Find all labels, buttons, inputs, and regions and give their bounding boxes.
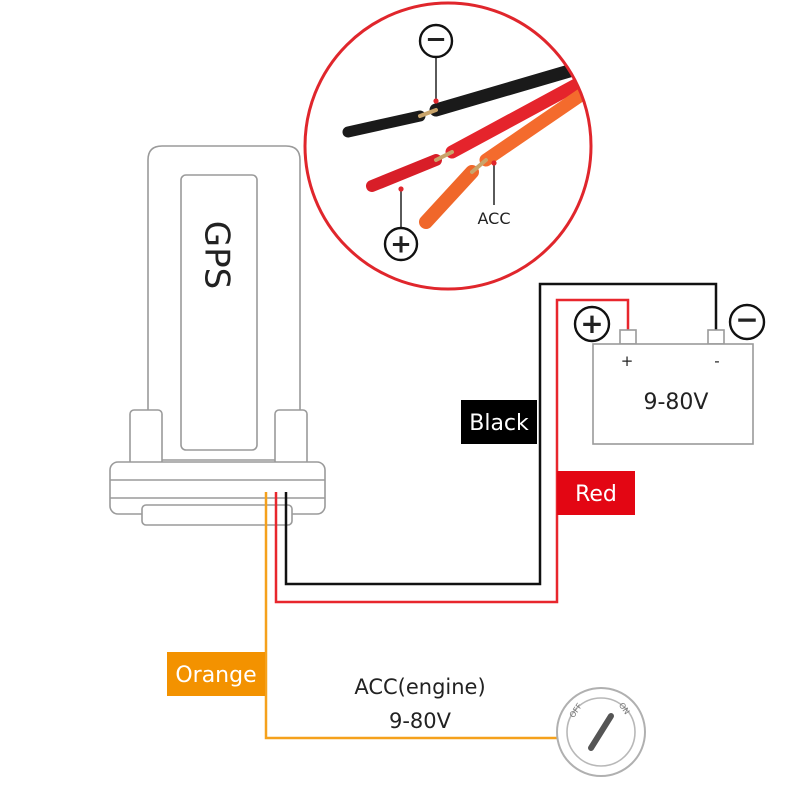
battery-minus-icon: − [728, 303, 766, 341]
gps-connector [141, 504, 293, 526]
inset-black-wire [342, 110, 426, 138]
svg-text:+: + [580, 307, 603, 340]
battery-plus-icon: + [573, 305, 611, 343]
battery [592, 329, 754, 445]
wire-closeup-inset: − + ACC [303, 1, 593, 291]
inset-orange-wire [419, 165, 479, 229]
inset-acc-label: ACC [477, 209, 510, 228]
red-wire [274, 298, 630, 604]
svg-text:+: + [390, 230, 412, 260]
orange-wire [264, 492, 558, 740]
battery-plus-mark: + [621, 352, 634, 370]
battery-body [592, 343, 754, 445]
battery-minus-mark: - [714, 352, 719, 370]
orange-label: Orange [167, 652, 265, 696]
battery-voltage: 9-80V [644, 390, 709, 415]
gps-left-clip [129, 409, 163, 466]
black-label: Black [461, 400, 537, 444]
gps-label-panel [180, 174, 258, 451]
wires [264, 282, 718, 740]
svg-text:−: − [735, 303, 758, 336]
svg-text:−: − [425, 25, 447, 55]
svg-text:Black: Black [469, 411, 529, 436]
gps-right-clip [274, 409, 308, 466]
battery-minus-terminal [707, 329, 725, 345]
inset-plus-icon: + [383, 226, 419, 262]
ignition-switch-icon: OFF ON [556, 687, 646, 777]
gps-label: GPS [197, 221, 237, 289]
inset-minus-icon: − [418, 23, 454, 59]
black-wire [284, 282, 718, 586]
gps-device [109, 145, 326, 526]
svg-text:Red: Red [575, 482, 617, 507]
acc-voltage: 9-80V [389, 709, 452, 733]
svg-text:Orange: Orange [175, 663, 256, 688]
inset-red-wire [366, 154, 442, 192]
battery-plus-terminal [619, 329, 637, 345]
acc-title: ACC(engine) [354, 675, 485, 699]
red-label: Red [557, 471, 635, 515]
